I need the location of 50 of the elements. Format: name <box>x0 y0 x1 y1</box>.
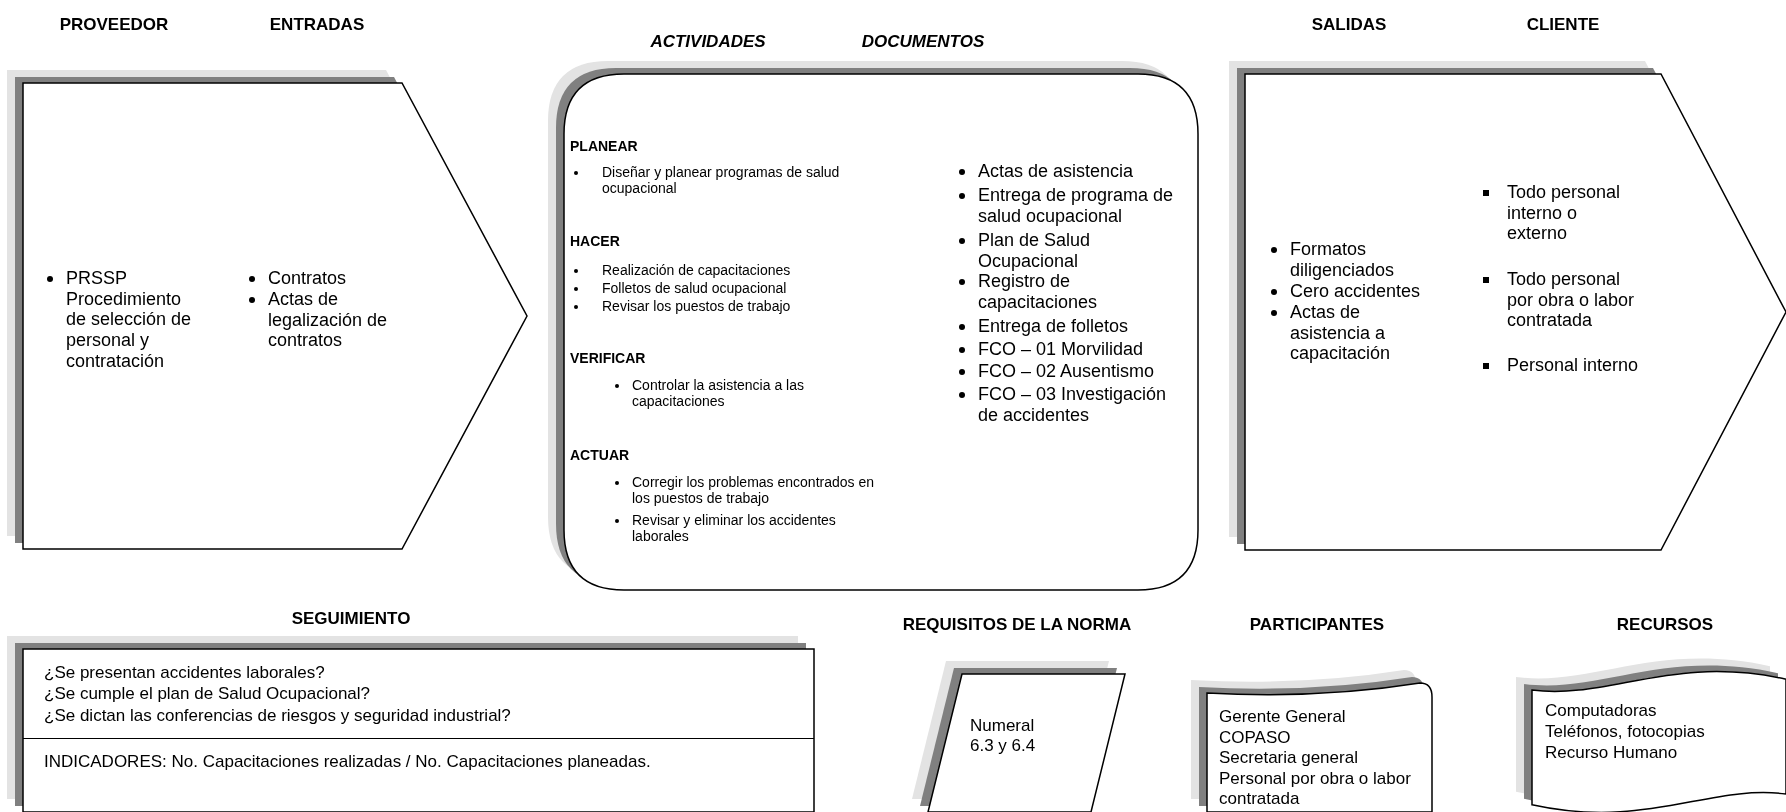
list-item: Controlar la asistencia a las capacitaciones <box>632 377 805 410</box>
list-item: Realización de capacitaciones <box>602 262 792 279</box>
phase-heading: HACER <box>570 233 621 250</box>
text-line: ¿Se dictan las conferencias de riesgos y seguridad industrial? <box>44 706 512 726</box>
phase-heading: ACTUAR <box>570 447 631 464</box>
phase-heading: PLANEAR <box>570 138 639 155</box>
section-heading: CLIENTE <box>1526 15 1600 35</box>
section-heading: DOCUMENTOS <box>861 32 985 52</box>
text-line: Personal por obra o labor contratada <box>1219 769 1412 809</box>
list-item: Revisar los puestos de trabajo <box>602 298 792 315</box>
section-heading: SEGUIMIENTO <box>291 609 411 629</box>
section-heading: REQUISITOS DE LA NORMA <box>902 615 1132 635</box>
list-item: Contratos <box>268 268 348 289</box>
text-line: ¿Se cumple el plan de Salud Ocupacional? <box>44 684 372 704</box>
list-item: Todo personal por obra o labor contratada <box>1507 269 1636 332</box>
text-line: Teléfonos, fotocopias <box>1545 722 1706 742</box>
section-heading: RECURSOS <box>1616 615 1714 635</box>
list-item: Todo personal interno o externo <box>1507 182 1622 245</box>
list-item: FCO – 03 Investigación de accidentes <box>978 384 1168 426</box>
text-line: Numeral 6.3 y 6.4 <box>970 716 1037 756</box>
list-item: Actas de asistencia a capacitación <box>1290 302 1392 365</box>
list-item: FCO – 02 Ausentismo <box>978 361 1156 382</box>
list-item: Actas de asistencia <box>978 161 1135 182</box>
list-item: Entrega de programa de salud ocupacional <box>978 185 1175 227</box>
section-heading: ENTRADAS <box>269 15 365 35</box>
list-item: Corregir los problemas encontrados en los puestos de trabajo <box>632 474 875 507</box>
list-item: FCO – 01 Morvilidad <box>978 339 1145 360</box>
text-line: Gerente General <box>1219 707 1347 727</box>
list-item: Formatos diligenciados <box>1290 239 1396 281</box>
list-item: Entrega de folletos <box>978 316 1130 337</box>
list-item: Registro de capacitaciones <box>978 271 1099 313</box>
text-line: ¿Se presentan accidentes laborales? <box>44 663 326 683</box>
list-item: Cero accidentes <box>1290 281 1422 302</box>
section-heading: PARTICIPANTES <box>1249 615 1385 635</box>
text-line: Secretaria general <box>1219 748 1359 768</box>
list-item: Diseñar y planear programas de salud ocupacional <box>602 164 841 197</box>
text-line: INDICADORES: No. Capacitaciones realizadas / No. Capacitaciones planeadas. <box>44 752 652 772</box>
list-item: Folletos de salud ocupacional <box>602 280 788 297</box>
list-item: Actas de legalización de contratos <box>268 289 389 352</box>
phase-heading: VERIFICAR <box>570 350 647 367</box>
list-item: Plan de Salud Ocupacional <box>978 230 1092 272</box>
text-line: COPASO <box>1219 728 1292 748</box>
section-heading: SALIDAS <box>1311 15 1387 35</box>
text-line: Computadoras <box>1545 701 1658 721</box>
list-item: Personal interno <box>1507 355 1640 376</box>
section-heading: ACTIVIDADES <box>650 32 766 52</box>
text-line: Recurso Humano <box>1545 743 1679 763</box>
list-item: PRSSP Procedimiento de selección de personal y contratación <box>66 268 193 372</box>
section-heading: PROVEEDOR <box>59 15 169 35</box>
list-item: Revisar y eliminar los accidentes laborales <box>632 512 837 545</box>
